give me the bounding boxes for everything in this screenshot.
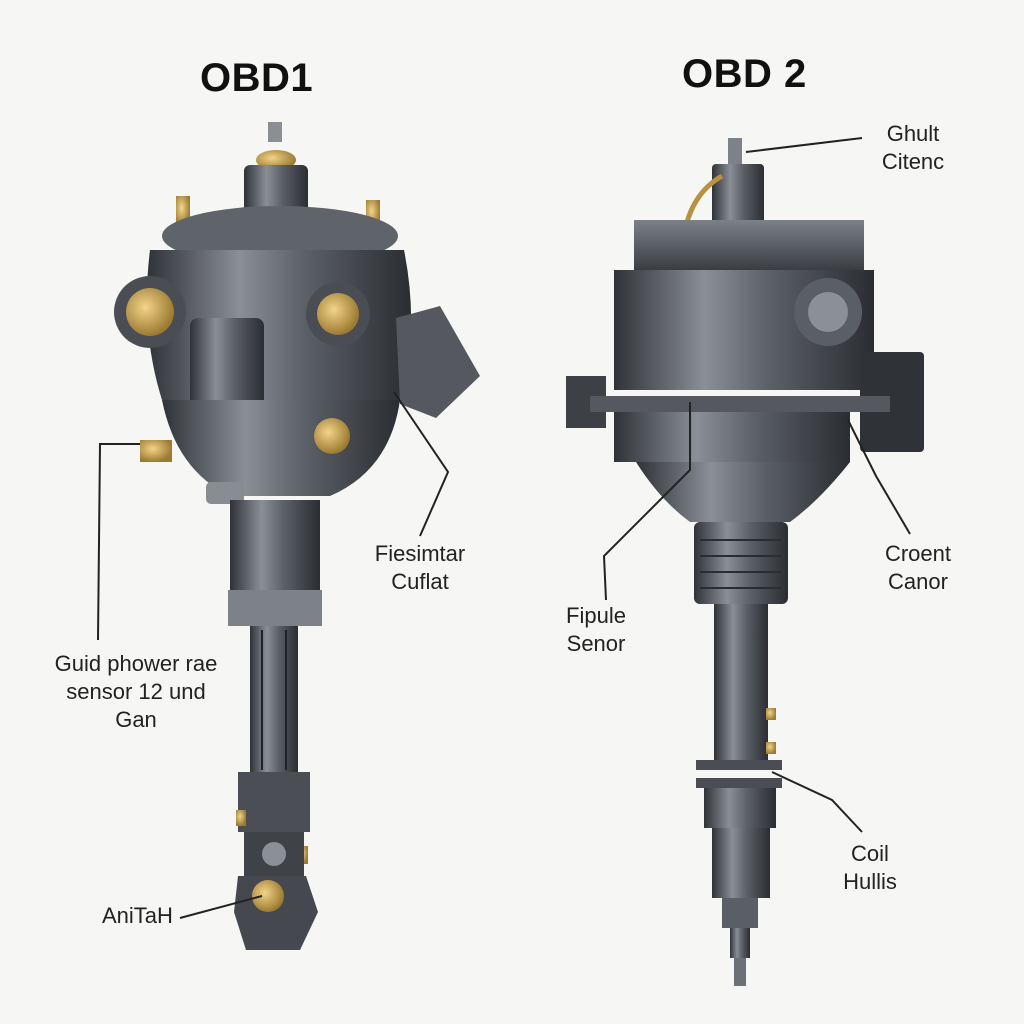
label-line: Ghult — [886, 121, 940, 146]
label-anitah: AniTaH — [102, 902, 173, 930]
obd2-top-stem — [728, 138, 742, 168]
obd1-top-stem — [268, 122, 282, 142]
obd2-taper — [636, 462, 850, 522]
label-ghult: Ghult Citenc — [858, 120, 968, 176]
label-line: Senor — [566, 631, 626, 656]
obd1-gear-block — [238, 772, 310, 832]
label-line: Citenc — [881, 149, 945, 174]
obd1-module — [396, 306, 480, 418]
obd2-shaft — [714, 604, 768, 764]
leader-fies — [393, 391, 450, 537]
obd1-cap-neck — [244, 165, 308, 215]
leader-croent — [847, 419, 911, 535]
obd1-collar — [228, 590, 322, 626]
label-line: Canor — [888, 569, 948, 594]
obd1-shank — [230, 500, 320, 600]
label-line: Hullis — [843, 869, 897, 894]
label-line: Guid phower rae — [54, 651, 218, 676]
leader-coil — [771, 771, 863, 833]
obd2-module — [860, 352, 924, 452]
leader-ghult — [745, 137, 863, 153]
obd1-distributor — [114, 122, 480, 950]
label-line: Cuflat — [391, 569, 449, 594]
label-fiesimtar: Fiesimtar Cuflat — [360, 540, 480, 596]
label-coil: Coil Hullis — [830, 840, 910, 896]
obd1-lower-body — [162, 400, 400, 496]
obd2-coupling — [694, 522, 788, 604]
obd2-upper-housing — [634, 220, 864, 270]
label-guid-sensor: Guid phower rae sensor 12 und Gan — [36, 650, 236, 734]
label-line: Gan — [115, 707, 157, 732]
obd2-cross-bar — [590, 396, 890, 412]
obd2-clamp — [696, 760, 782, 770]
label-line: Fipule — [566, 603, 626, 628]
obd1-front-block — [190, 318, 264, 410]
label-line: Croent — [884, 541, 952, 566]
obd2-drive-tip — [730, 928, 750, 958]
leader-fipule — [602, 402, 691, 601]
obd2-top-neck — [712, 164, 764, 224]
leader-guid — [97, 443, 140, 641]
obd2-lower-shaft — [712, 828, 770, 898]
obd2-title: OBD 2 — [682, 52, 807, 96]
obd1-side-fitting — [140, 440, 172, 462]
obd1-housing — [146, 250, 412, 400]
obd1-lower-port — [314, 418, 350, 454]
leader-anit — [179, 895, 263, 919]
label-line: Coil — [851, 841, 889, 866]
obd1-shaft — [250, 626, 298, 776]
label-line: sensor 12 und — [66, 679, 206, 704]
obd2-distributor — [566, 138, 924, 986]
label-line: AniTaH — [102, 903, 173, 928]
label-croent: Croent Canor — [868, 540, 968, 596]
leader-lines — [97, 137, 911, 919]
label-line: Fiesimtar — [374, 541, 466, 566]
obd1-title: OBD1 — [200, 56, 314, 100]
label-fipule: Fipule Senor — [548, 602, 644, 658]
